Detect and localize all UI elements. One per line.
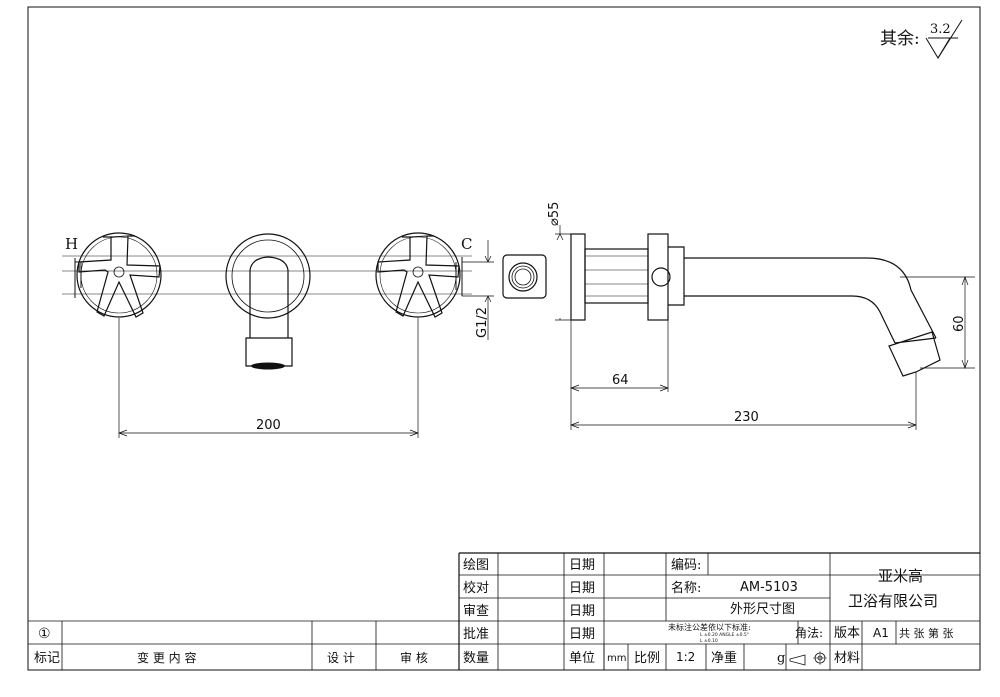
depth-dim-line: [570, 320, 669, 430]
revision-mark: ①: [38, 626, 51, 642]
rev-header-content: 变 更 内 容: [137, 650, 196, 665]
length-dim-line: [571, 372, 917, 430]
drawing-name: 外形尺寸图: [730, 602, 795, 617]
thread-dim-line: [462, 240, 494, 340]
date-draw: 日期: [569, 558, 595, 573]
unit-label: 单位: [569, 651, 595, 666]
rev-header-review: 审 核: [400, 650, 428, 665]
role-check: 校对: [463, 580, 489, 596]
width-dim-line: [118, 318, 419, 438]
date-review: 日期: [569, 604, 595, 619]
diameter-dim-line: [555, 225, 575, 321]
roughness-prefix: 其余:: [880, 29, 920, 49]
roughness-symbol: 其余: 3.2: [880, 19, 963, 59]
height-dim-line: [900, 276, 975, 369]
thread-label: G1/2: [475, 307, 490, 338]
date-approve: 日期: [569, 627, 595, 642]
role-approve: 批准: [463, 627, 489, 642]
spout-front: [225, 233, 311, 370]
cold-label: C: [461, 235, 472, 253]
flange: [647, 233, 669, 321]
version-label: 版本: [834, 626, 860, 641]
company-line2: 卫浴有限公司: [848, 592, 938, 610]
weight-label: 净重: [711, 650, 737, 666]
wall-plate: [570, 233, 586, 321]
center-line-horizontal: [62, 270, 472, 295]
angle-label: 角法:: [795, 626, 823, 640]
unit-value: mm: [607, 653, 626, 664]
valve-body: [584, 248, 649, 304]
rev-header-design: 设 计: [327, 651, 355, 665]
sheet-border: [27, 6, 981, 671]
date-check: 日期: [569, 581, 595, 596]
title-block: 绘图 校对 审查 批准 日期 日期 日期 日期 编码: 名称: AM-5103 …: [28, 552, 980, 670]
tolerance-1: L ±0.20 ANGLE ±0.5°: [700, 632, 749, 638]
sheet-count: 共 张 第 张: [899, 626, 954, 640]
weight-unit: g: [777, 651, 785, 666]
qty-label: 数量: [463, 651, 489, 666]
spout-outlet: [888, 331, 941, 377]
tolerance-note: 未标注公差依以下标准:: [668, 622, 751, 632]
scale-label: 比例: [634, 651, 660, 666]
height-dim-value: 60: [952, 315, 967, 332]
projection-symbol-icon: [789, 651, 827, 666]
rev-header-mark: 标记: [34, 651, 60, 666]
role-review: 审查: [463, 604, 489, 619]
side-view: ⌀55 60 64 230: [502, 202, 975, 430]
diameter-label: ⌀55: [547, 202, 562, 226]
material-label: 材料: [834, 651, 860, 666]
code-label: 编码:: [671, 558, 701, 573]
company-line1: 亚米高: [878, 567, 923, 585]
hot-handle: [74, 232, 162, 318]
roughness-value: 3.2: [930, 22, 951, 37]
model-number: AM-5103: [740, 580, 798, 595]
scale-value: 1:2: [676, 650, 695, 664]
spout-arm: [684, 257, 937, 344]
tolerance-2: L ±0.10: [700, 638, 718, 644]
front-view: H C: [62, 232, 494, 438]
length-dim-value: 230: [734, 410, 759, 425]
hot-label: H: [65, 235, 78, 253]
cold-handle: [375, 232, 463, 318]
spout-end-view: [502, 254, 547, 299]
version-value: A1: [873, 626, 889, 640]
role-draw: 绘图: [463, 558, 489, 573]
width-dim-value: 200: [256, 418, 281, 433]
depth-dim-value: 64: [612, 373, 629, 388]
name-label: 名称:: [671, 580, 701, 596]
